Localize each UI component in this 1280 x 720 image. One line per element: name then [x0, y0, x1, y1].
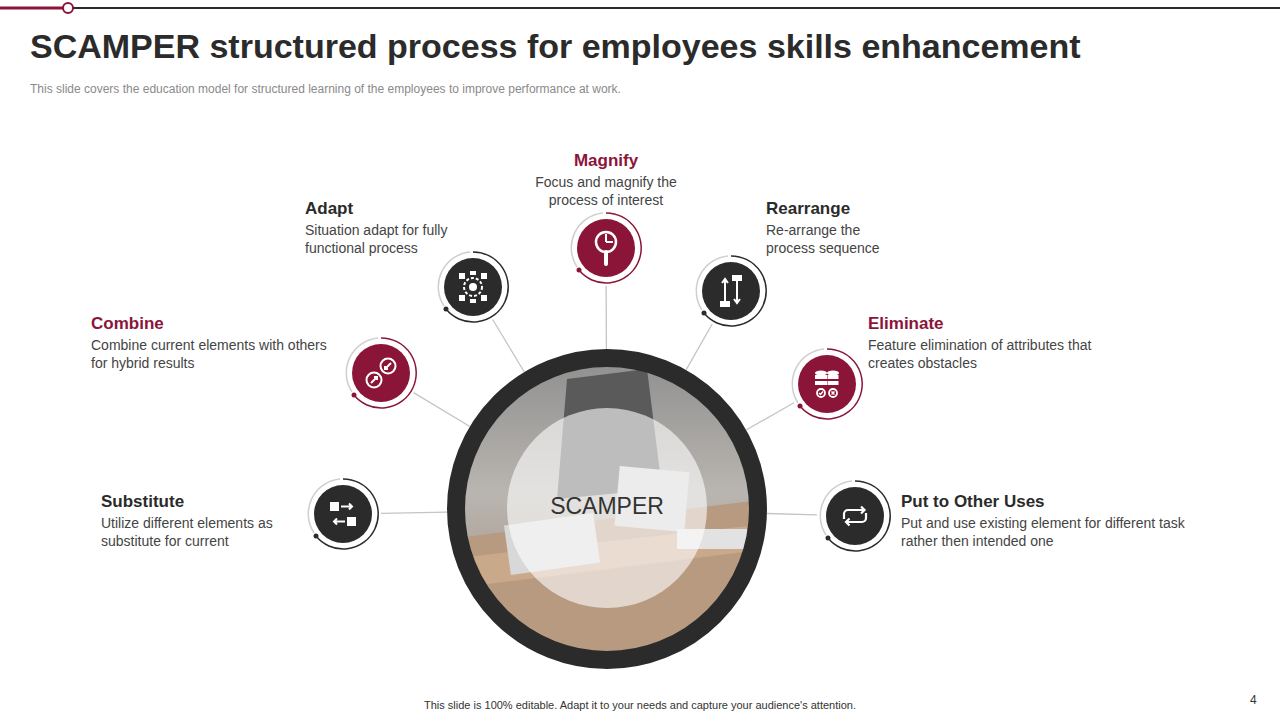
icon-circle	[568, 210, 644, 286]
center-label: SCAMPER	[447, 493, 767, 520]
icon-circle	[789, 346, 865, 422]
icon-node: SubstituteUtilize different elements as …	[305, 476, 381, 552]
page-number: 4	[1250, 693, 1270, 707]
text-block: SubstituteUtilize different elements as …	[101, 491, 306, 550]
step-description: Utilize different elements as substitute…	[101, 514, 306, 550]
step-heading: Put to Other Uses	[901, 491, 1211, 513]
step-description: Put and use existing element for differe…	[901, 514, 1211, 550]
slide-subtitle: This slide covers the education model fo…	[30, 82, 621, 96]
text-block: MagnifyFocus and magnify the process of …	[521, 150, 691, 209]
step-heading: Substitute	[101, 491, 306, 513]
step-heading: Rearrange	[766, 198, 906, 220]
center-circle: SCAMPER	[447, 349, 767, 669]
text-block: EliminateFeature elimination of attribut…	[868, 313, 1118, 372]
icon-node: MagnifyFocus and magnify the process of …	[568, 210, 644, 286]
step-description: Re-arrange the process sequence	[766, 221, 906, 257]
icon-circle	[817, 478, 893, 554]
step-heading: Magnify	[521, 150, 691, 172]
icon-node: CombineCombine current elements with oth…	[343, 335, 419, 411]
text-block: AdaptSituation adapt for fully functiona…	[305, 198, 470, 257]
step-description: Focus and magnify the process of interes…	[521, 173, 691, 209]
step-description: Feature elimination of attributes that c…	[868, 336, 1118, 372]
icon-node: AdaptSituation adapt for fully functiona…	[435, 249, 511, 325]
icon-node: RearrangeRe-arrange the process sequence	[693, 253, 769, 329]
header-rule	[0, 0, 1280, 20]
step-heading: Adapt	[305, 198, 470, 220]
step-heading: Eliminate	[868, 313, 1118, 335]
step-description: Situation adapt for fully functional pro…	[305, 221, 470, 257]
step-heading: Combine	[91, 313, 343, 335]
icon-node: Put to Other UsesPut and use existing el…	[817, 478, 893, 554]
icon-circle	[435, 249, 511, 325]
slide-title: SCAMPER structured process for employees…	[30, 27, 1081, 66]
icon-node: EliminateFeature elimination of attribut…	[789, 346, 865, 422]
icon-circle	[343, 335, 419, 411]
footer-note: This slide is 100% editable. Adapt it to…	[0, 699, 1280, 711]
text-block: RearrangeRe-arrange the process sequence	[766, 198, 906, 257]
step-description: Combine current elements with others for…	[91, 336, 343, 372]
icon-circle	[305, 476, 381, 552]
text-block: CombineCombine current elements with oth…	[91, 313, 343, 372]
text-block: Put to Other UsesPut and use existing el…	[901, 491, 1211, 550]
icon-circle	[693, 253, 769, 329]
